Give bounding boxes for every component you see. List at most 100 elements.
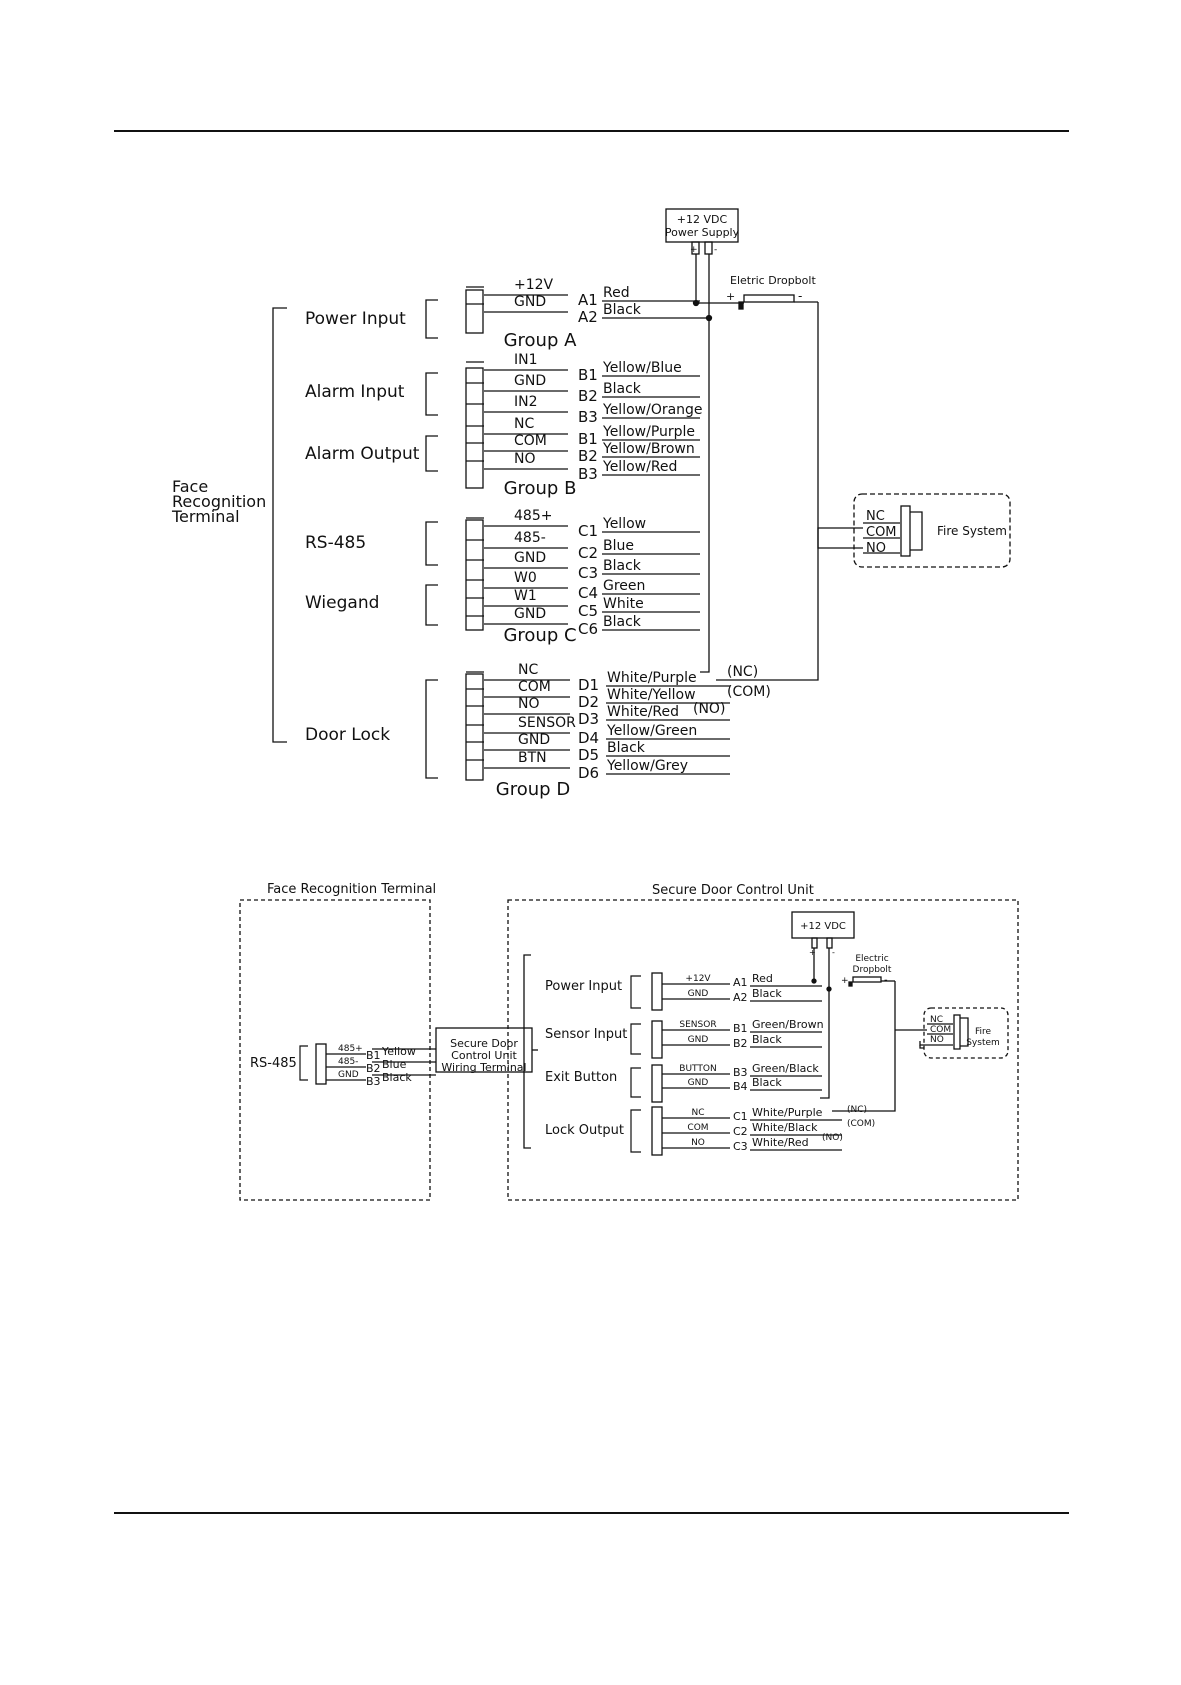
section-label: Door Lock	[305, 725, 390, 745]
pin-label: +12V	[685, 974, 711, 984]
rs485-label: RS-485	[250, 1056, 297, 1071]
supply-plus-label: +	[809, 948, 816, 957]
dropbolt-plus-label: +	[726, 290, 735, 303]
wire-color-label: Black	[603, 614, 642, 630]
fire-system-box-2	[923, 1007, 1009, 1059]
supply-minus-label: -	[832, 948, 835, 957]
fire-system-label: Fire	[975, 1027, 992, 1037]
pin-label: COM	[514, 433, 547, 449]
pin-label: 485+	[514, 508, 552, 524]
terminal-id: C6	[578, 620, 598, 638]
wire-color-label: Black	[603, 302, 642, 318]
sdcu-title: Secure Door Control Unit	[652, 883, 814, 898]
pin-label: GND	[688, 1035, 709, 1045]
pin-label: +12V	[514, 277, 554, 293]
wire-color-label: White/Yellow	[607, 687, 696, 703]
group-label: Group D	[496, 779, 570, 800]
connector-block-a2	[651, 972, 663, 1011]
fire-system-label: Fire System	[937, 524, 1007, 538]
section-label: Alarm Output	[305, 444, 420, 464]
terminal-id: D5	[578, 746, 599, 764]
wire-color-label: Yellow/Blue	[602, 360, 682, 376]
fire-terminal-label: COM	[866, 525, 897, 540]
pin-label: NO	[691, 1138, 705, 1148]
section-brace	[425, 299, 438, 339]
wiring-terminal-label: Wiring Terminal	[441, 1061, 526, 1074]
wire-color-label: White/Red	[752, 1136, 809, 1149]
wire-color-label: Yellow/Red	[602, 459, 677, 475]
pin-label: 485+	[338, 1044, 363, 1054]
dropbolt-2	[852, 976, 882, 983]
section-brace	[630, 1109, 641, 1153]
terminal-id: C2	[733, 1125, 748, 1138]
group-label: Group B	[504, 478, 577, 499]
terminal-id: D2	[578, 693, 599, 711]
wire-color-label: Red	[603, 285, 630, 301]
wire-color-label: Black	[382, 1071, 412, 1084]
terminal-id: A2	[733, 991, 748, 1004]
wire-color-label: Yellow/Grey	[606, 758, 688, 774]
pin-label: BUTTON	[679, 1064, 716, 1074]
wire-color-label: Red	[752, 972, 773, 985]
power-supply-label-2: +12 VDC	[800, 921, 846, 932]
section-brace	[425, 372, 438, 416]
wiring-terminal-label: Secure Door	[450, 1037, 518, 1050]
terminal-id: A1	[578, 291, 598, 309]
connector-block-b2	[651, 1020, 663, 1059]
terminal-id: C3	[578, 564, 598, 582]
fire-terminal-label: NO	[866, 541, 886, 556]
wire-color-label: White	[603, 596, 644, 612]
wire-color-label: Yellow	[602, 516, 646, 532]
power-supply-label: Power Supply	[665, 226, 740, 239]
terminal-brace	[272, 307, 287, 743]
rs485-connector	[315, 1043, 327, 1085]
pin-label: NO	[514, 451, 536, 467]
terminal-id: C3	[733, 1140, 748, 1153]
terminal-id: D3	[578, 710, 599, 728]
wire-color-label: Yellow/Green	[606, 723, 697, 739]
pin-label: 485-	[338, 1057, 358, 1067]
rs485-brace	[299, 1045, 308, 1081]
terminal-id: C2	[578, 544, 598, 562]
pin-label: GND	[688, 1078, 709, 1088]
section-brace	[425, 584, 438, 626]
pin-label: GND	[514, 606, 546, 622]
terminal-id: C1	[578, 522, 598, 540]
pin-label: COM	[687, 1123, 708, 1133]
terminal-label: Terminal	[171, 507, 240, 526]
pin-label: IN2	[514, 394, 538, 410]
section-label: Exit Button	[545, 1070, 617, 1085]
fire-terminal-label: COM	[930, 1025, 951, 1035]
terminal-id: D4	[578, 729, 599, 747]
lock-note: (NC)	[847, 1105, 867, 1115]
wire-color-label: Yellow/Orange	[602, 402, 703, 418]
wire-color-label: Black	[603, 558, 642, 574]
section-label: Power Input	[545, 979, 622, 994]
terminal-id: B3	[578, 408, 598, 426]
section-brace	[425, 521, 438, 566]
terminal-id: B2	[366, 1062, 381, 1075]
pin-label: IN1	[514, 352, 538, 368]
terminal-id: B3	[733, 1066, 748, 1079]
pin-label: GND	[514, 550, 546, 566]
wire-color-label: Black	[752, 987, 782, 1000]
pin-label: NO	[518, 696, 540, 712]
wire-color-label: Black	[603, 381, 642, 397]
terminal-id: B4	[733, 1080, 748, 1093]
terminal-label: Recognition	[172, 492, 266, 511]
supply-plus-label: +	[690, 245, 698, 255]
wire-color-label: Green/Black	[752, 1062, 819, 1075]
fire-terminal-label: NC	[930, 1015, 943, 1025]
terminal-id: B1	[366, 1049, 381, 1062]
terminal-id: B2	[578, 447, 598, 465]
dropbolt-1	[743, 294, 795, 303]
terminal-id: B2	[578, 387, 598, 405]
pin-label: 485-	[514, 530, 546, 546]
dropbolt-label: Eletric Dropbolt	[730, 274, 816, 287]
lock-com-line	[716, 302, 819, 681]
wire-color-label: Black	[752, 1076, 782, 1089]
connector-block-b	[465, 367, 484, 489]
pin-label: W1	[514, 588, 537, 604]
group-label: Group C	[503, 625, 576, 646]
pin-label: SENSOR	[679, 1020, 716, 1030]
